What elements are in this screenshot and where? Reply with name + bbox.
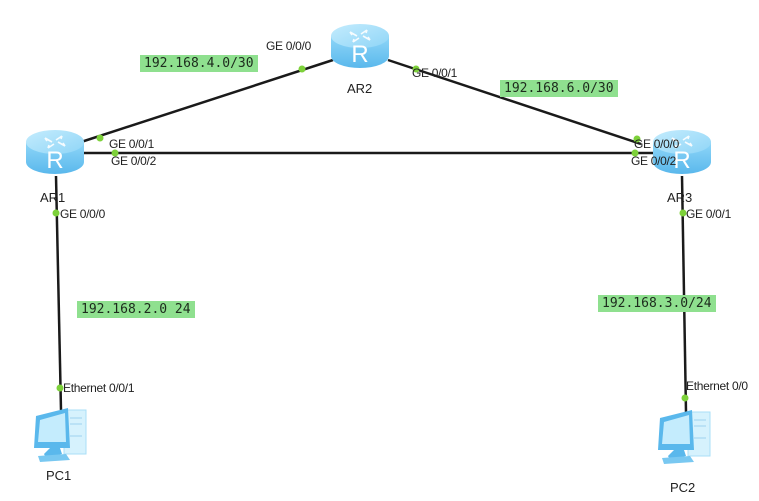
router-icon [25,129,85,175]
network-label-192-168-6-0: 192.168.6.0/30 [500,80,618,97]
device-label-pc2: PC2 [670,480,696,495]
port-dot-ar3-ge002[interactable] [631,149,639,157]
port-dot-ar3-ge001[interactable] [679,209,687,217]
port-label-ar1-ge002: GE 0/0/2 [111,154,156,168]
router-icon [330,23,390,69]
port-label-ar1-ge001: GE 0/0/1 [109,137,154,151]
link-ar2-ar3[interactable] [387,58,642,146]
port-label-ar3-ge001: GE 0/0/1 [686,207,731,221]
port-label-pc1-eth001: Ethernet 0/0/1 [63,381,135,395]
port-dot-ar2-ge000[interactable] [298,65,306,73]
port-label-ar1-ge000: GE 0/0/0 [60,207,105,221]
port-dot-pc1-eth001[interactable] [56,384,64,392]
device-label-ar2: AR2 [347,81,373,96]
pc-pc1[interactable] [33,407,87,463]
port-label-ar3-ge000: GE 0/0/0 [634,137,679,151]
pc-pc2[interactable] [657,409,711,465]
router-ar1[interactable] [25,129,85,175]
router-ar2[interactable] [330,23,390,69]
port-dot-ar3-ge000[interactable] [633,135,641,143]
network-label-192-168-3-0: 192.168.3.0/24 [598,295,716,312]
link-ar1-ar2[interactable] [77,58,334,145]
port-dot-ar1-ge000[interactable] [52,209,60,217]
port-dot-ar1-ge001[interactable] [96,134,104,142]
pc-icon [657,409,711,465]
device-label-pc1: PC1 [46,468,72,483]
port-label-pc2-eth00: Ethernet 0/0 [686,379,748,393]
network-label-192-168-2-0: 192.168.2.0 24 [77,301,195,318]
port-dot-pc2-eth00[interactable] [681,394,689,402]
port-label-ar3-ge002: GE 0/0/2 [631,154,676,168]
device-label-ar1: AR1 [40,190,66,205]
network-label-192-168-4-0: 192.168.4.0/30 [140,55,258,72]
port-label-ar2-ge000: GE 0/0/0 [266,39,311,53]
port-dot-ar2-ge001[interactable] [412,65,420,73]
port-label-ar2-ge001: GE 0/0/1 [412,66,457,80]
pc-icon [33,407,87,463]
device-label-ar3: AR3 [667,190,693,205]
port-dot-ar1-ge002[interactable] [111,149,119,157]
